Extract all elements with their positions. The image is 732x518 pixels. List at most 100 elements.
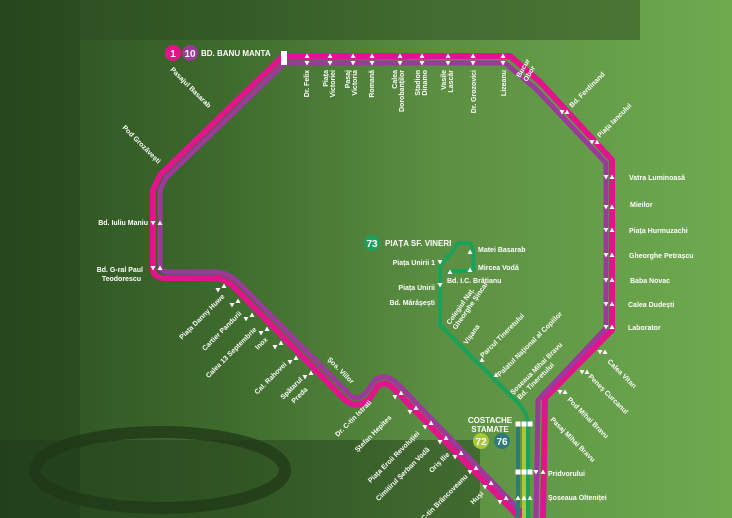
terminal-sf-vineri: PIAȚA SF. VINERI: [385, 239, 451, 248]
stop-label: Piața Iancului: [596, 103, 633, 140]
dashboard: [0, 440, 480, 518]
stop-marker-icon: [422, 425, 428, 430]
stop-marker-icon: [157, 265, 163, 270]
stop-marker-icon: [527, 495, 533, 500]
stop-label: Teodorescu: [102, 276, 141, 283]
stop-marker-icon: [500, 53, 506, 58]
stop-marker-icon: [467, 249, 473, 254]
route-73-badge[interactable]: [364, 235, 380, 251]
stop-marker-icon: [482, 485, 488, 490]
stop-marker-icon: [533, 470, 539, 475]
route-10-line: [157, 60, 609, 518]
route-1-number: 1: [170, 49, 176, 60]
stop-marker-icon: [157, 220, 163, 225]
stop-marker-icon: [609, 252, 615, 257]
stop-label: Dorobanților: [399, 70, 406, 112]
stop-marker-icon: [302, 375, 308, 380]
stop-marker-icon: [419, 61, 425, 66]
stop-marker-icon: [327, 61, 333, 66]
stop-label: Laborator: [628, 325, 661, 332]
stop-marker-icon: [603, 325, 609, 330]
stop-marker-icon: [445, 53, 451, 58]
stop-marker-icon: [443, 435, 449, 440]
stop-label: Romană: [369, 70, 376, 98]
stop-marker-icon: [293, 355, 299, 360]
stop-marker-icon: [602, 349, 608, 354]
stop-marker-icon: [479, 357, 485, 362]
stop-marker-icon: [407, 410, 413, 415]
stop-marker-icon: [579, 370, 585, 375]
stop-marker-icon: [470, 53, 476, 58]
stop-label: Lizeanu: [501, 70, 508, 96]
terminal-costache-1: COSTACHE: [468, 416, 513, 425]
stop-marker-icon: [515, 421, 521, 427]
stop-label: Inox: [254, 336, 269, 351]
stop-marker-icon: [597, 350, 603, 355]
stop-marker-icon: [500, 61, 506, 66]
route-72-badge[interactable]: [473, 433, 489, 449]
route-10-number: 10: [184, 49, 196, 60]
stop-markers: [150, 53, 615, 505]
stop-label: Pridvorului: [548, 471, 585, 478]
stop-marker-icon: [243, 317, 249, 322]
stop-marker-icon: [392, 395, 398, 400]
terminal-costache-2: STAMATE: [471, 425, 509, 434]
stop-marker-icon: [603, 253, 609, 258]
route-76-badge[interactable]: [494, 433, 510, 449]
stop-label: Pod Mihai Bravu: [566, 396, 610, 440]
stop-marker-icon: [235, 298, 241, 303]
stop-marker-icon: [458, 450, 464, 455]
stop-marker-icon: [609, 227, 615, 232]
stop-marker-icon: [503, 495, 509, 500]
stop-marker-icon: [397, 61, 403, 66]
stop-marker-icon: [398, 390, 404, 395]
route-10-badge[interactable]: [182, 45, 198, 61]
stop-marker-icon: [221, 283, 227, 288]
stop-label: Dr. Felix: [304, 70, 311, 97]
stop-marker-icon: [603, 205, 609, 210]
stop-marker-icon: [264, 326, 270, 331]
route-1-badge[interactable]: [165, 45, 181, 61]
stop-label: Pasaj: [345, 70, 352, 88]
stop-marker-icon: [488, 480, 494, 485]
stop-marker-icon: [467, 267, 473, 272]
stop-marker-icon: [287, 360, 293, 365]
stop-marker-icon: [369, 53, 375, 58]
stop-marker-icon: [327, 53, 333, 58]
stop-label: Piața Unirii: [398, 285, 435, 292]
stop-marker-icon: [304, 61, 310, 66]
stop-label: Calea Vitan: [606, 358, 638, 390]
stop-marker-icon: [609, 324, 615, 329]
stop-label: Piața Unirii 1: [393, 260, 436, 267]
stop-label: Calea 13 Septembrie: [205, 326, 258, 379]
route-1-line: [150, 53, 615, 518]
stop-marker-icon: [150, 266, 156, 271]
stop-marker-icon: [521, 421, 527, 427]
stop-marker-icon: [515, 495, 521, 500]
stop-marker-icon: [609, 277, 615, 282]
stop-marker-icon: [419, 53, 425, 58]
stop-marker-icon: [304, 53, 310, 58]
stop-label: Bd. Mărășești: [389, 300, 435, 307]
stop-marker-icon: [272, 345, 278, 350]
stop-marker-icon: [229, 303, 235, 308]
stop-marker-icon: [564, 109, 570, 114]
stop-marker-icon: [437, 260, 443, 265]
stop-marker-icon: [540, 469, 546, 474]
stop-label: Piața Hurmuzachi: [629, 228, 688, 235]
terminal-banu-manta: BD. BANU MANTA: [201, 49, 271, 58]
stop-marker-icon: [258, 331, 264, 336]
stop-marker-icon: [249, 312, 255, 317]
terminal-marker-banu-manta: [281, 51, 287, 65]
stop-marker-icon: [527, 469, 533, 475]
stop-marker-icon: [437, 440, 443, 445]
stop-marker-icon: [609, 301, 615, 306]
stop-label: Cal. Rahovei: [254, 361, 289, 396]
stop-marker-icon: [437, 283, 443, 288]
stop-marker-icon: [609, 204, 615, 209]
stop-marker-icon: [562, 389, 568, 394]
stop-marker-icon: [603, 175, 609, 180]
route-73-number: 73: [366, 239, 378, 250]
stop-marker-icon: [215, 288, 221, 293]
